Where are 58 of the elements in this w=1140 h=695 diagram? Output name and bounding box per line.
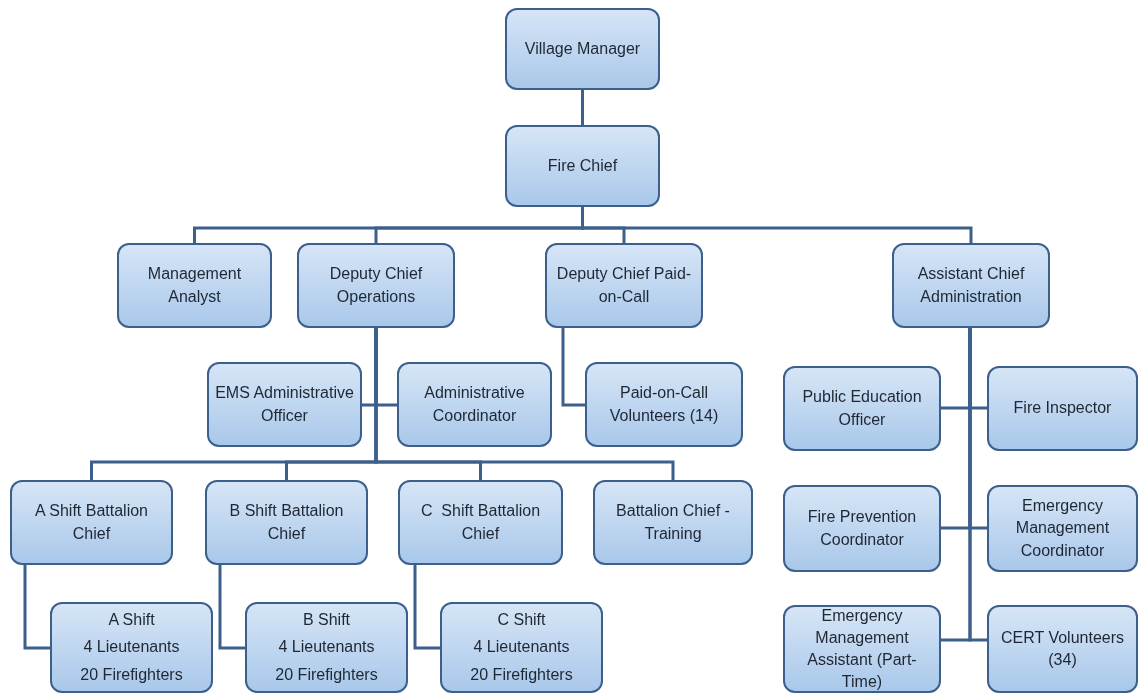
position-box <box>245 602 408 693</box>
connector-line <box>968 328 987 642</box>
position-box <box>398 480 563 565</box>
position-title: Fire Prevention Coordinator <box>806 507 918 550</box>
position-title: A Shift Battalion Chief <box>34 501 149 544</box>
connector-line <box>218 565 245 650</box>
position-title: Village Manager <box>524 38 641 59</box>
position-title: EMS Administrative Officer <box>215 383 354 426</box>
position-box <box>505 125 660 207</box>
connector-line <box>581 207 973 243</box>
position-box <box>987 485 1138 572</box>
connector-line <box>561 328 585 407</box>
position-title: Paid-on-Call Volunteers (14) <box>608 383 720 426</box>
position-title: Management Analyst <box>146 264 243 307</box>
position-title: Assistant Chief Administration <box>916 264 1026 307</box>
position-title: A Shift <box>108 609 155 630</box>
position-box <box>585 362 743 447</box>
position-box <box>783 605 941 693</box>
position-title: C Shift <box>497 609 546 630</box>
position-title: 20 Firefighters <box>470 665 573 686</box>
connector-line <box>374 328 675 480</box>
position-title: Deputy Chief Paid-on-Call <box>555 264 693 307</box>
connector-line <box>23 565 50 650</box>
position-box <box>545 243 703 328</box>
position-title: B Shift Battalion Chief <box>228 501 345 544</box>
position-box <box>297 243 455 328</box>
position-title: Public Education Officer <box>801 387 923 430</box>
position-box <box>207 362 362 447</box>
position-box <box>593 480 753 565</box>
position-title: C Shift Battalion Chief <box>419 501 542 544</box>
position-title: 4 Lieutenants <box>278 637 375 658</box>
position-title: Administrative Coordinator <box>423 383 526 426</box>
position-box <box>505 8 660 90</box>
position-title: 20 Firefighters <box>275 665 378 686</box>
position-title: Emergency Management Coordinator <box>1014 496 1111 561</box>
position-box <box>987 605 1138 693</box>
position-title: 4 Lieutenants <box>83 637 180 658</box>
position-box <box>892 243 1050 328</box>
position-title: Fire Chief <box>547 155 618 176</box>
position-title: CERT Volunteers (34) <box>1000 627 1125 670</box>
position-box <box>117 243 272 328</box>
position-title: B Shift <box>302 609 351 630</box>
position-box <box>397 362 552 447</box>
position-box <box>987 366 1138 451</box>
position-box <box>783 366 941 451</box>
position-box <box>783 485 941 572</box>
position-box <box>205 480 368 565</box>
position-title: Deputy Chief Operations <box>328 264 424 307</box>
position-box <box>50 602 213 693</box>
position-title: 20 Firefighters <box>80 665 183 686</box>
connector-line <box>581 90 584 125</box>
position-title: Fire Inspector <box>1013 398 1112 419</box>
connector-line <box>413 565 440 650</box>
position-box <box>10 480 173 565</box>
position-title: 4 Lieutenants <box>473 637 570 658</box>
position-title: Battalion Chief - Training <box>615 501 731 544</box>
position-title: Emergency Management Assistant (Part-Time) <box>806 605 918 693</box>
position-box <box>440 602 603 693</box>
